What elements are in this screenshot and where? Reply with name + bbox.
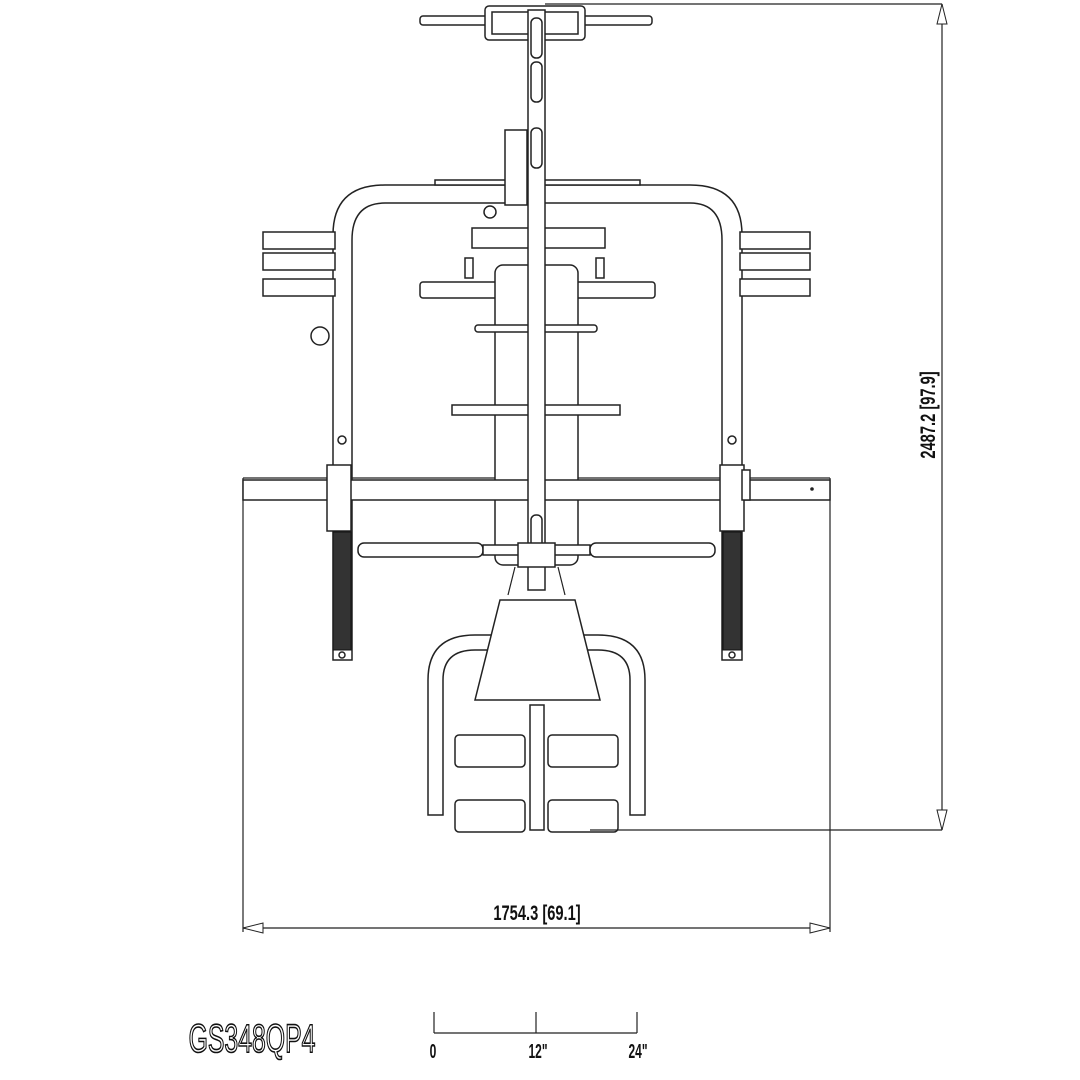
handles (357, 542, 716, 596)
scale-label-24: 24" (628, 1041, 647, 1063)
height-dimension-label: 2487.2 [97.9] (916, 371, 939, 458)
width-dimension-label: 1754.3 [69.1] (493, 901, 580, 924)
center-column (527, 9, 546, 591)
leg-developer (427, 599, 942, 833)
scale-label-0: 0 (430, 1041, 437, 1063)
height-dimension-line (545, 3, 948, 831)
weight-plates-right (739, 231, 811, 297)
weight-plates-left (262, 231, 336, 346)
carriages (326, 435, 751, 659)
scale-bar (433, 1012, 638, 1034)
scale-label-12: 12" (528, 1041, 547, 1063)
model-number: GS348QP4 (189, 1017, 316, 1061)
width-dimension-line (242, 922, 831, 934)
